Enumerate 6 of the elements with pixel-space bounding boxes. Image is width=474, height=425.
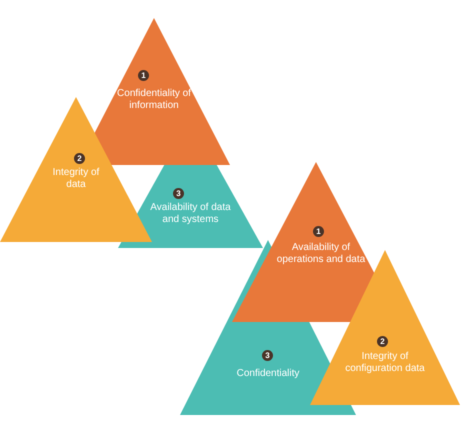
triangle-label: Integrity of configuration data [344, 351, 426, 375]
triangle-label: Confidentiality [236, 368, 300, 380]
triangle-label: Confidentiality of information [116, 88, 192, 112]
triangle-label: Availability of operations and data [276, 242, 366, 266]
triangle-label: Integrity of data [52, 167, 100, 191]
triangle-label: Availability of data and systems [149, 202, 232, 226]
